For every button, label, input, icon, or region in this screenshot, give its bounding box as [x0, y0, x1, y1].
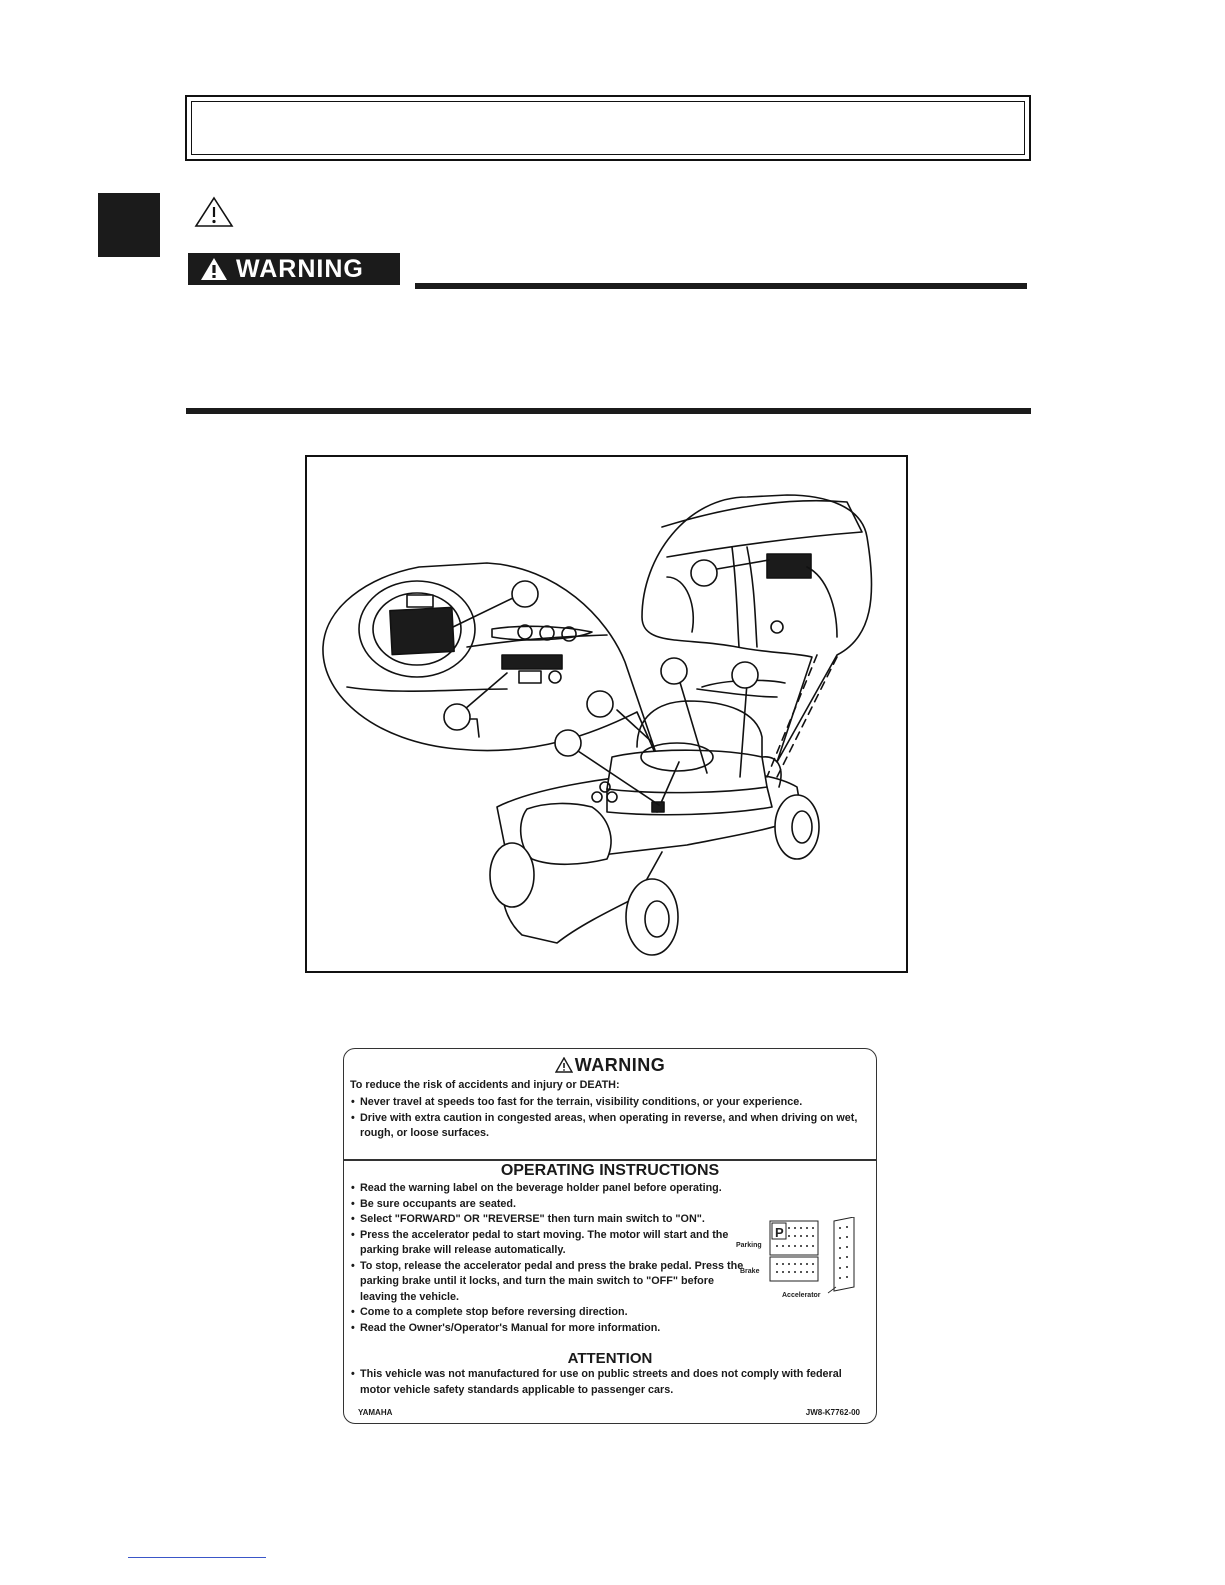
section-title-box [185, 95, 1031, 161]
decal-attention-title: ATTENTION [567, 1350, 653, 1367]
list-item: To stop, release the accelerator pedal a… [350, 1259, 750, 1306]
decal-divider [344, 1159, 876, 1161]
decal-title: WARNING [344, 1055, 876, 1076]
dashboard-callout-balloon [322, 562, 660, 763]
list-item: Select "FORWARD" OR "REVERSE" then turn … [350, 1212, 750, 1228]
decal-intro: To reduce the risk of accidents and inju… [350, 1079, 620, 1091]
golf-cart-body [489, 679, 820, 956]
decal-warning-list: Never travel at speeds too fast for the … [350, 1095, 860, 1142]
pedal-diagram: P Parking Brake Accelerator [736, 1217, 855, 1299]
front-wheel-right [625, 878, 679, 956]
footer-link-underline [128, 1557, 266, 1558]
section-tab [98, 193, 160, 257]
callout-panel-label [501, 654, 563, 670]
pedal-brake-label: Brake [740, 1268, 760, 1275]
cart-marker-5 [554, 729, 582, 757]
cart-marker-6 [660, 657, 688, 685]
warning-decal: WARNING To reduce the risk of accidents … [343, 1048, 877, 1424]
cart-marker-4 [586, 690, 614, 718]
list-item: Read the warning label on the beverage h… [350, 1181, 880, 1197]
list-item: Never travel at speeds too fast for the … [350, 1095, 860, 1111]
decal-attention-list: This vehicle was not manufactured for us… [350, 1367, 870, 1398]
front-wheel-left [489, 842, 535, 908]
warning-badge-label: WARNING [236, 254, 364, 283]
cart-marker-7 [731, 661, 759, 689]
pedal-parking-label: Parking [736, 1242, 762, 1249]
list-item: Drive with extra caution in congested ar… [350, 1111, 860, 1142]
list-item: Press the accelerator pedal to start mov… [350, 1228, 750, 1259]
decal-title-text: WARNING [574, 1055, 666, 1075]
warning-badge: WARNING [188, 253, 400, 285]
decal-part-code: JW8-K7762-00 [805, 1408, 860, 1417]
callout-marker-1 [511, 580, 539, 608]
label-location-illustration [305, 455, 908, 973]
callout-marker-2 [443, 703, 471, 731]
list-item: Be sure occupants are seated. [350, 1197, 750, 1213]
decal-brand: YAMAHA [358, 1408, 393, 1417]
golf-cart-drawing [322, 494, 873, 956]
decal-operating-list: Read the warning label on the beverage h… [350, 1181, 750, 1336]
callout-marker-3 [690, 559, 718, 587]
list-item: Come to a complete stop before reversing… [350, 1305, 750, 1321]
pedal-accelerator-label: Accelerator [782, 1292, 821, 1299]
warning-rule-bottom [186, 408, 1031, 414]
callout-steering-wheel-label [389, 606, 455, 656]
list-item: Read the Owner's/Operator's Manual for m… [350, 1321, 750, 1337]
list-item: This vehicle was not manufactured for us… [350, 1367, 870, 1398]
decal-warning-icon [554, 1057, 573, 1073]
warning-triangle-icon [201, 258, 227, 280]
caution-triangle-icon [194, 196, 234, 227]
pedal-parking-letter: P [775, 1225, 784, 1240]
callout-seat-label [766, 553, 812, 579]
rear-wheel [774, 794, 820, 860]
decal-operating-title: OPERATING INSTRUCTIONS [500, 1162, 720, 1179]
warning-rule-top [415, 283, 1027, 289]
